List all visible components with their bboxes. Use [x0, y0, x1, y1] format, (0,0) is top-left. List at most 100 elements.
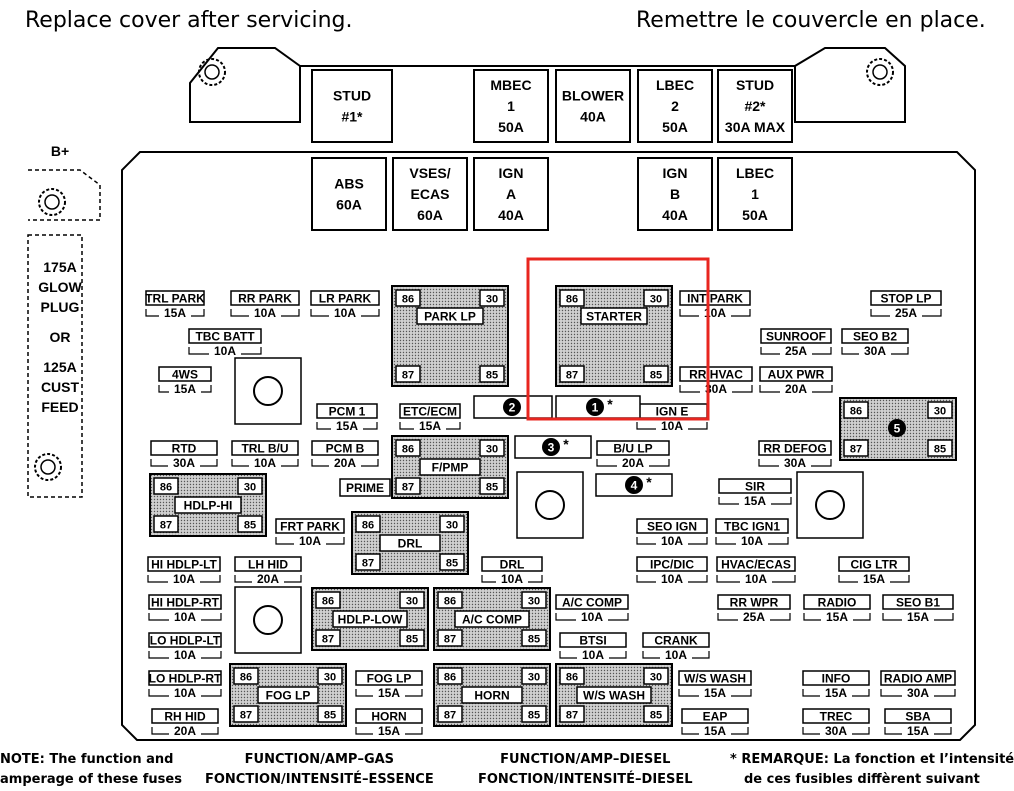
- relay-label-box: [257, 686, 319, 704]
- side-label-line: CUST: [41, 379, 80, 395]
- mini-fuse-amp: 10A: [582, 648, 604, 662]
- relay-pin-box: [521, 591, 547, 609]
- mini-fuse-amp-bg: [252, 573, 284, 585]
- mini-fuse-name: HI HDLP-LT: [151, 558, 217, 572]
- relay-pin-box: [395, 289, 421, 307]
- mini-fuse-name: IGN E: [656, 405, 689, 419]
- relay-pin-label: 85: [324, 710, 336, 722]
- relay-pin-label: 87: [566, 370, 578, 382]
- mini-fuse-amp: 10A: [334, 306, 356, 320]
- mini-fuse-name: PCM B: [326, 442, 365, 456]
- marker-number: 3: [548, 441, 555, 455]
- maxi-fuse-text: 1: [751, 186, 759, 202]
- mini-fuse-amp: 30A: [864, 344, 886, 358]
- footer-remarque: * REMARQUE: La fonction et l’intensité d…: [730, 750, 1014, 790]
- maxi-fuse-text: A: [506, 186, 516, 202]
- relay-pin-label: 30: [486, 294, 498, 306]
- maxi-fuse-text: STUD: [736, 77, 774, 93]
- relay-label-box: [576, 686, 652, 704]
- mini-fuse-label-box: [555, 594, 629, 610]
- mini-fuse-name: PCM 1: [329, 405, 366, 419]
- maxi-fuse-text: LBEC: [656, 77, 694, 93]
- footer-diesel: FUNCTION/AMP–DIESEL FONCTION/INTENSITÉ–D…: [478, 750, 693, 790]
- relay-label: STARTER: [586, 310, 642, 324]
- mount-hole-icon: [34, 453, 62, 481]
- mini-fuse-amp: 20A: [785, 382, 807, 396]
- mini-fuse-amp: 10A: [745, 572, 767, 586]
- mini-fuse-amp: 30A: [907, 686, 929, 700]
- mini-fuse-amp: 15A: [164, 306, 186, 320]
- mini-fuse-amp-bg: [902, 611, 934, 623]
- mini-fuse-name: CRANK: [654, 634, 698, 648]
- mini-fuse-name: RADIO AMP: [884, 672, 952, 686]
- mini-fuse-label-box: [838, 556, 910, 572]
- mini-fuse-name: LH HID: [248, 558, 288, 572]
- mini-fuse-label-box: [148, 594, 222, 610]
- relay-pin-label: 86: [322, 596, 334, 608]
- maxi-fuse-text: 40A: [580, 109, 606, 125]
- footer-gas: FUNCTION/AMP–GAS FONCTION/INTENSITÉ–ESSE…: [205, 750, 434, 790]
- relay-pin-label: 86: [566, 294, 578, 306]
- mini-fuse-name: SEO B2: [853, 330, 897, 344]
- maxi-fuse-text: B: [670, 186, 680, 202]
- maxi-fuse-text: VSES/: [409, 165, 450, 181]
- mini-fuse-amp: 30A: [705, 382, 727, 396]
- relay-pin-box: [521, 705, 547, 723]
- mini-fuse-amp: 10A: [665, 648, 687, 662]
- relay-pin-box: [559, 667, 585, 685]
- mini-fuse-amp-bg: [660, 649, 692, 661]
- mini-fuse-amp: 15A: [826, 610, 848, 624]
- relay-label-box: [461, 686, 523, 704]
- footer-diesel-line-2: FONCTION/INTENSITÉ–DIESEL: [478, 772, 693, 787]
- relay-label-box: [416, 307, 484, 325]
- mini-fuse-amp: 20A: [622, 456, 644, 470]
- mini-fuse-name: SBA: [905, 710, 931, 724]
- maxi-fuse-text: #2*: [744, 98, 766, 114]
- mini-fuse-amp-bg: [820, 725, 852, 737]
- mini-fuse-label-box: [802, 670, 870, 686]
- marker-badge-icon: [888, 419, 906, 437]
- relay-pin-box: [479, 439, 505, 457]
- relay-pin-box: [439, 515, 465, 533]
- relay-pin-label: 86: [566, 672, 578, 684]
- mini-fuse-amp: 10A: [704, 306, 726, 320]
- mini-fuse-amp-bg: [780, 345, 812, 357]
- relay-pin-box: [521, 629, 547, 647]
- relay-pin-label: 87: [444, 710, 456, 722]
- relay-pin-label: 87: [402, 482, 414, 494]
- mini-fuse-label-box: [399, 403, 461, 419]
- maxi-fuse-text: LBEC: [736, 165, 774, 181]
- mini-fuse-amp-bg: [209, 345, 241, 357]
- mini-fuse-amp-bg: [169, 687, 201, 699]
- relay-pin-box: [479, 365, 505, 383]
- relay-pin-label: 85: [528, 710, 540, 722]
- mini-fuse-amp: 15A: [704, 686, 726, 700]
- mini-fuse-name: TRL B/U: [241, 442, 288, 456]
- mini-fuse-name: RADIO: [818, 596, 857, 610]
- maxi-fuse-text: 50A: [498, 119, 524, 135]
- mini-fuse-label-box: [636, 518, 708, 534]
- mini-fuse-amp-bg: [169, 383, 201, 395]
- footer-gas-line-2: FONCTION/INTENSITÉ–ESSENCE: [205, 772, 434, 787]
- marker-number: 2: [509, 401, 516, 415]
- marker-star: *: [563, 436, 569, 452]
- mini-fuse-amp: 10A: [254, 456, 276, 470]
- mini-fuse-amp: 30A: [825, 724, 847, 738]
- mini-fuse-label-box: [150, 440, 218, 456]
- mini-fuse-amp: 10A: [581, 610, 603, 624]
- mini-fuse-amp-bg: [739, 495, 771, 507]
- mini-fuse-amp-bg: [779, 457, 811, 469]
- prime-box: [339, 478, 391, 497]
- mini-fuse-amp: 30A: [173, 456, 195, 470]
